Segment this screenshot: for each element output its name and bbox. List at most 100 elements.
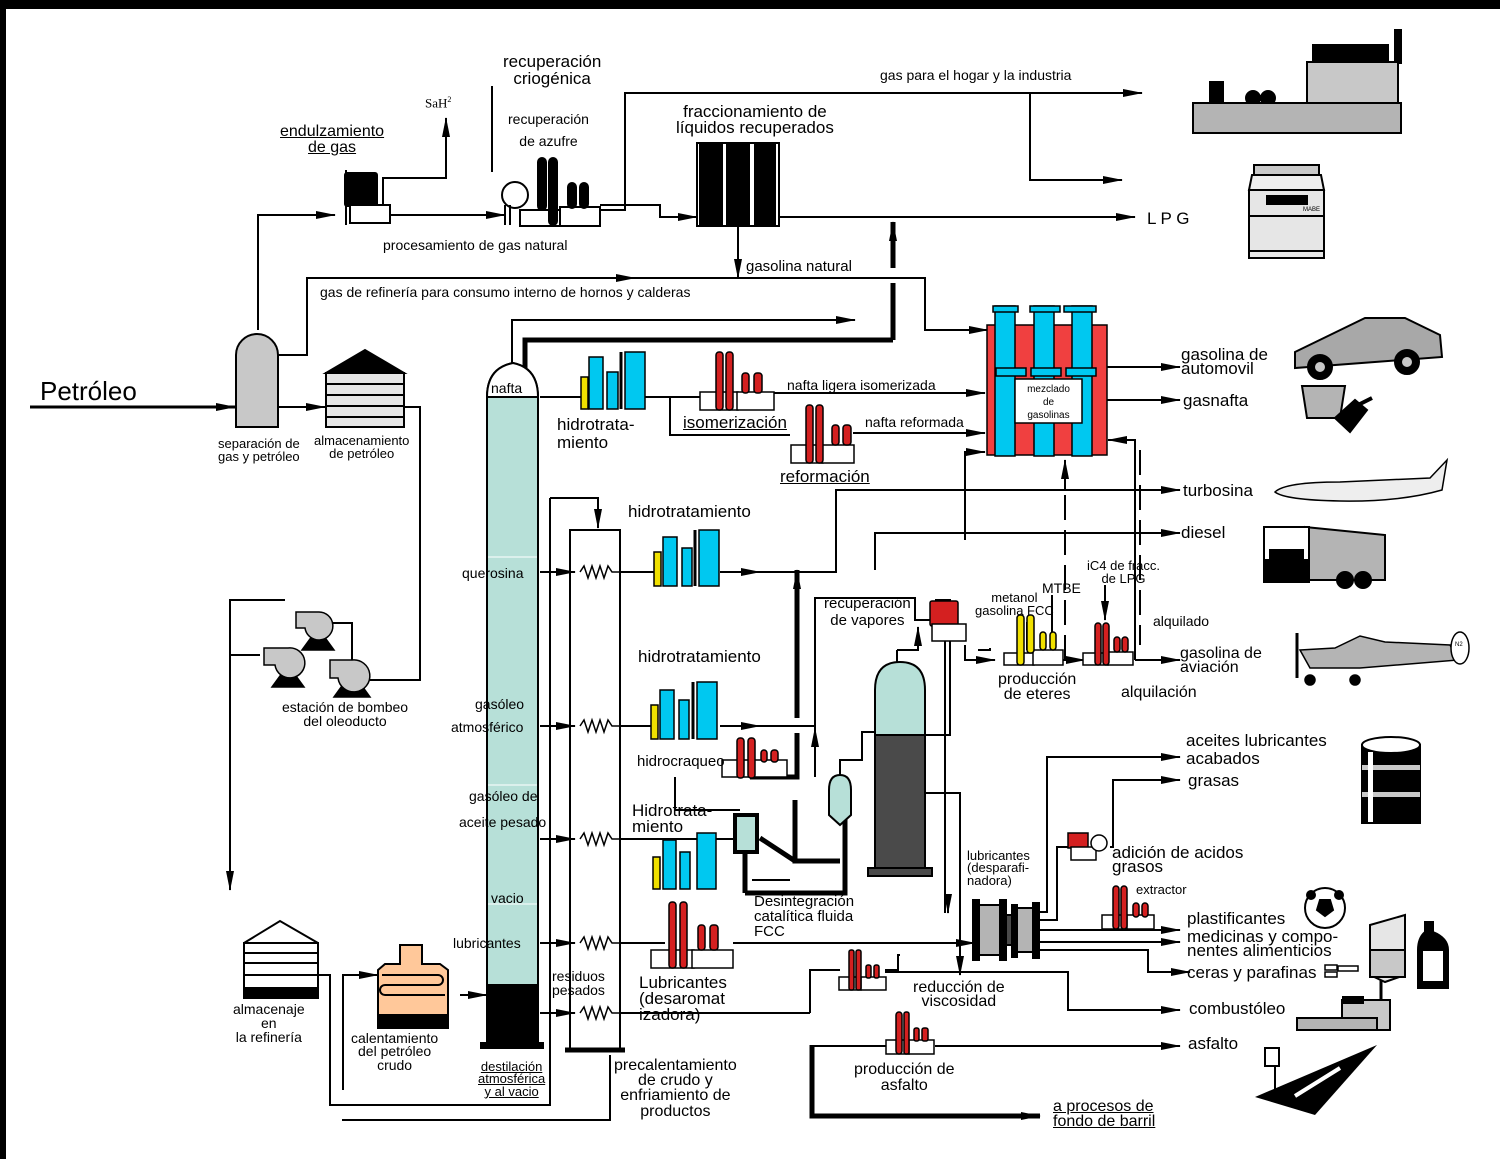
flow-lines bbox=[30, 86, 1390, 1121]
factory-icon bbox=[1192, 29, 1402, 134]
reformed-naphtha-label: nafta reformada bbox=[865, 414, 964, 430]
oil-drum-icon bbox=[1361, 736, 1421, 824]
asphalt-unit-icon bbox=[885, 1011, 935, 1055]
product-medicines: medicinas y compo-nentes alimenticios bbox=[1187, 927, 1339, 961]
separator-vessel-icon bbox=[235, 333, 279, 428]
ic4-label: iC4 de fracc.de LPG bbox=[1087, 558, 1160, 586]
fcc-unit-icon bbox=[733, 773, 852, 854]
kerosene-hydrotreat-label: hidrotratamiento bbox=[628, 502, 751, 521]
soccer-ball-icon bbox=[1304, 887, 1346, 929]
cut-lubricants-label: lubricantes bbox=[453, 935, 521, 951]
product-jet-fuel: turbosina bbox=[1183, 481, 1253, 500]
mtbe-label: MTBE bbox=[1042, 580, 1081, 596]
pump-station-icon bbox=[263, 611, 372, 698]
product-waxes: ceras y parafinas bbox=[1187, 963, 1317, 982]
milk-carton-icon bbox=[1369, 913, 1406, 984]
product-diesel: diesel bbox=[1181, 523, 1226, 542]
cut-vacuum-label: vacio bbox=[491, 890, 524, 906]
natural-gasoline-label: gasolina natural bbox=[746, 258, 852, 275]
petroleum-inlet-label: Petróleo bbox=[40, 376, 137, 406]
heavy-hydrotreat-label: Hidrotrata-miento bbox=[632, 801, 713, 837]
extractor-label: extractor bbox=[1136, 882, 1187, 897]
cut-atm-gasoil-label-1: gasóleo bbox=[475, 696, 525, 712]
jet-airplane-icon bbox=[1273, 457, 1449, 502]
ether-production-unit-icon bbox=[1003, 614, 1064, 666]
product-gasnafta: gasnafta bbox=[1183, 391, 1249, 410]
hydrocracker-icon bbox=[721, 737, 788, 779]
gasoil-hydrotreater-icon bbox=[650, 681, 718, 740]
gasoline-blender-icon bbox=[986, 305, 1108, 457]
kerosene-hydrotreater-icon bbox=[653, 529, 720, 587]
propeller-plane-icon bbox=[1295, 631, 1470, 686]
cut-atm-gasoil-label-2: atmosférico bbox=[451, 719, 524, 735]
road-icon bbox=[1255, 1045, 1377, 1115]
bottle-icon bbox=[1417, 921, 1449, 989]
fatty-acid-unit-icon bbox=[1067, 832, 1108, 861]
furnace-icon bbox=[377, 944, 449, 1029]
isomerization-unit-icon bbox=[699, 351, 775, 411]
reforming-label: reformación bbox=[780, 467, 870, 486]
plane-tail-label: N2 bbox=[1455, 642, 1463, 648]
refinery-storage-tank-icon bbox=[243, 919, 319, 999]
product-fuel-oil: combustóleo bbox=[1189, 999, 1286, 1018]
heavy-oil-hydrotreater-icon bbox=[652, 832, 717, 890]
extractor-unit-icon bbox=[1101, 885, 1155, 930]
product-greases: grasas bbox=[1188, 771, 1240, 790]
cryogenic-unit-icon bbox=[501, 157, 601, 227]
hydrocracking-label: hidrocraqueo bbox=[637, 753, 725, 770]
fractionation-unit-icon bbox=[696, 142, 780, 227]
product-asphalt: asfalto bbox=[1188, 1034, 1239, 1053]
lpg-label: L P G bbox=[1147, 209, 1190, 228]
lube-dewaxer-icon bbox=[972, 899, 1040, 961]
distillation-column-icon bbox=[480, 361, 544, 1049]
cut-heavy-gasoil-label-2: aceite pesado bbox=[459, 814, 547, 830]
home-gas-label: gas para el hogar y la industria bbox=[880, 67, 1072, 83]
vapor-recovery-unit-icon bbox=[929, 600, 967, 642]
alkylation-label: alquilación bbox=[1121, 684, 1197, 701]
alkylate-label: alquilado bbox=[1153, 613, 1210, 629]
ship-icon bbox=[1296, 996, 1391, 1031]
reforming-unit-icon bbox=[790, 404, 855, 464]
storage-tank-icon bbox=[322, 348, 408, 428]
natural-gas-processing-label: procesamiento de gas natural bbox=[383, 237, 568, 253]
cut-heavy-gasoil-label-1: gasóleo de bbox=[469, 788, 538, 804]
sweetening-unit-icon bbox=[344, 170, 391, 225]
lube-dewaxer-label: lubricantes(desparafi-nadora) bbox=[967, 848, 1030, 888]
paint-bucket-icon bbox=[1300, 385, 1373, 434]
stove-icon bbox=[1247, 164, 1326, 259]
wax-candles-icon bbox=[1324, 964, 1359, 978]
product-plasticizers: plastificantes bbox=[1187, 909, 1286, 928]
isomerization-label: isomerización bbox=[683, 413, 787, 432]
naphtha-hydrotreater-icon bbox=[580, 351, 646, 410]
cut-naphtha-label: nafta bbox=[491, 380, 523, 396]
gasoil-hydrotreat-label: hidrotratamiento bbox=[638, 647, 761, 666]
lube-dearomatizer-icon bbox=[650, 901, 734, 969]
truck-icon bbox=[1263, 525, 1386, 589]
h2s-label: SaH2 bbox=[425, 95, 452, 111]
stove-brand-label: MABE bbox=[1303, 207, 1321, 213]
